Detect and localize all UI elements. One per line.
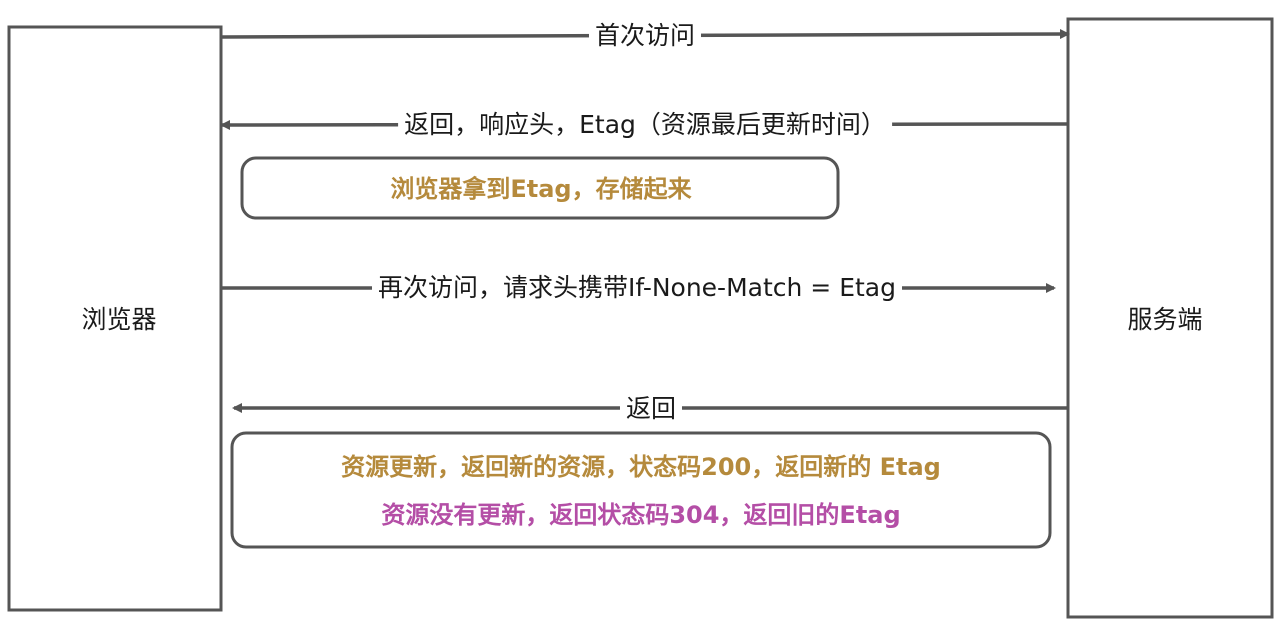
store-etag-note-box bbox=[240, 156, 840, 220]
response-etag-label: 返回，响应头，Etag（资源最后更新时间） bbox=[398, 110, 892, 140]
store-etag-note: 浏览器拿到Etag，存储起来 bbox=[390, 175, 692, 203]
browser-label: 浏览器 bbox=[81, 305, 157, 334]
browser-box bbox=[7, 25, 223, 612]
revisit-label: 再次访问，请求头携带If-None-Match = Etag bbox=[372, 273, 902, 303]
server-box bbox=[1066, 17, 1274, 619]
not-updated-note: 资源没有更新，返回状态码304，返回旧的Etag bbox=[381, 501, 901, 529]
return-label: 返回 bbox=[619, 394, 683, 424]
result-note-box bbox=[230, 431, 1052, 549]
first-visit-label: 首次访问 bbox=[588, 21, 702, 51]
server-label: 服务端 bbox=[1127, 305, 1203, 334]
updated-note: 资源更新，返回新的资源，状态码200，返回新的 Etag bbox=[341, 453, 941, 481]
